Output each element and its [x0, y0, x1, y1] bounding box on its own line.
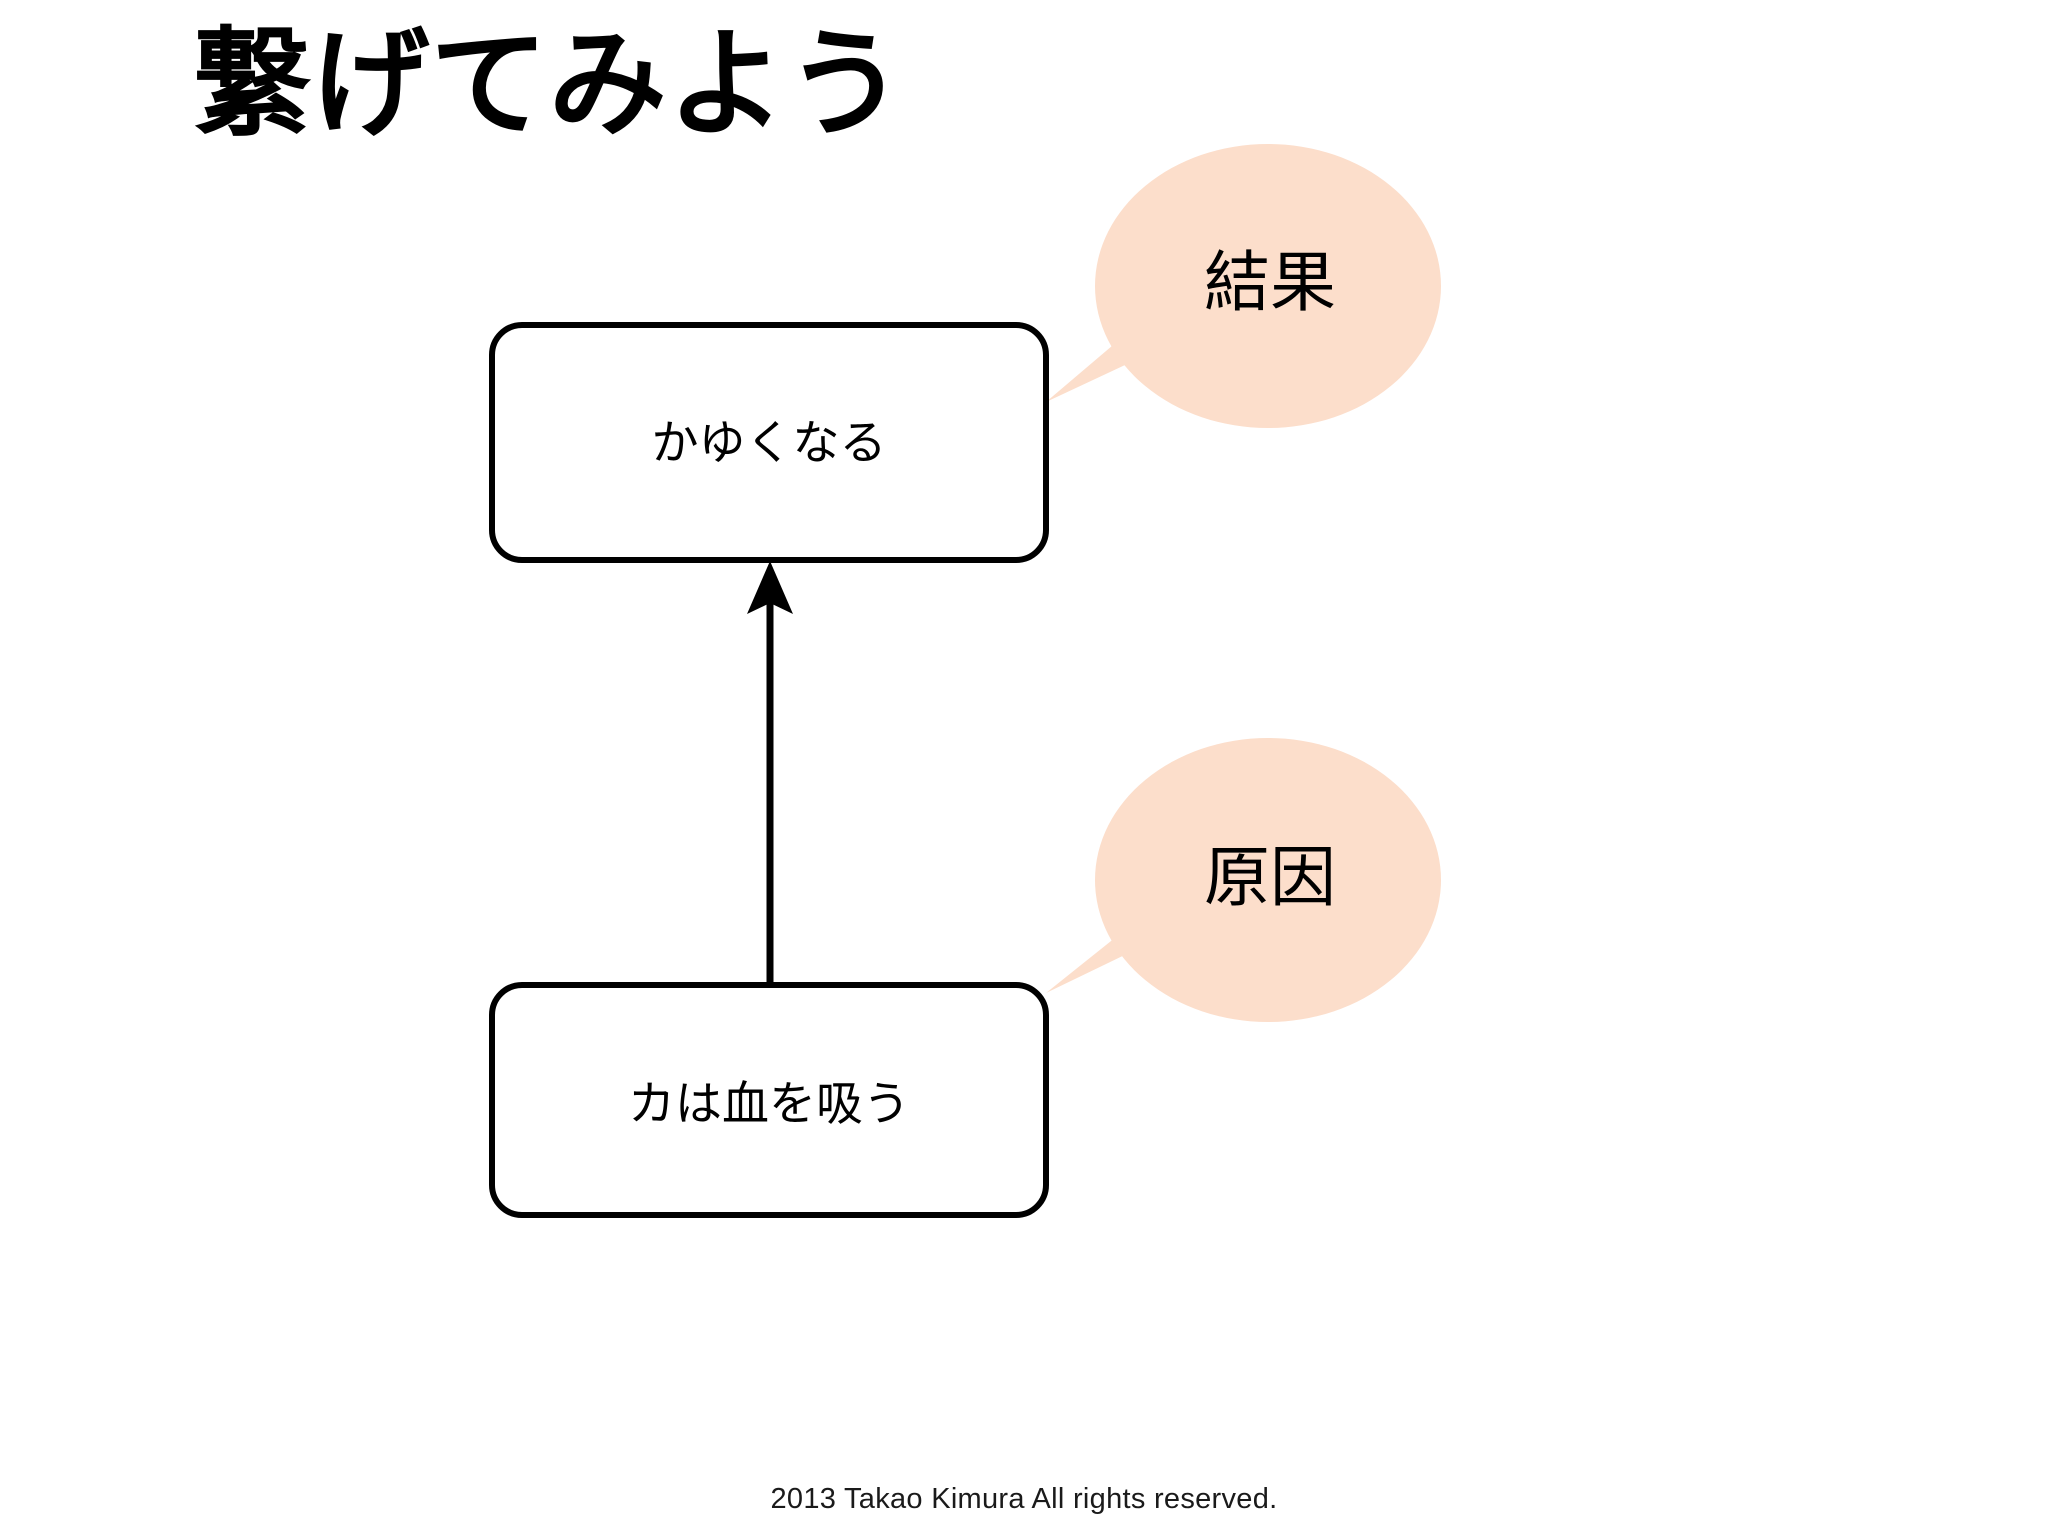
callout-label-result: 結果 [1204, 245, 1336, 319]
flow-arrow-cause-to-effect [747, 561, 793, 986]
node-box-cause[interactable] [489, 982, 1049, 1218]
callout-result [1046, 144, 1441, 428]
node-box-effect[interactable] [489, 322, 1049, 563]
footer-copyright: 2013 Takao Kimura All rights reserved. [770, 1483, 1278, 1515]
node-label-effect: かゆくなる [651, 416, 887, 469]
flow-arrow-head [747, 561, 793, 614]
callout-cause-bubble [1095, 738, 1441, 1022]
callout-cause [1046, 738, 1441, 1022]
node-label-cause: カは血を吸う [628, 1077, 910, 1130]
callout-label-cause: 原因 [1204, 840, 1336, 914]
callout-result-bubble [1095, 144, 1441, 428]
page-title: 繋げてみよう [193, 19, 905, 151]
